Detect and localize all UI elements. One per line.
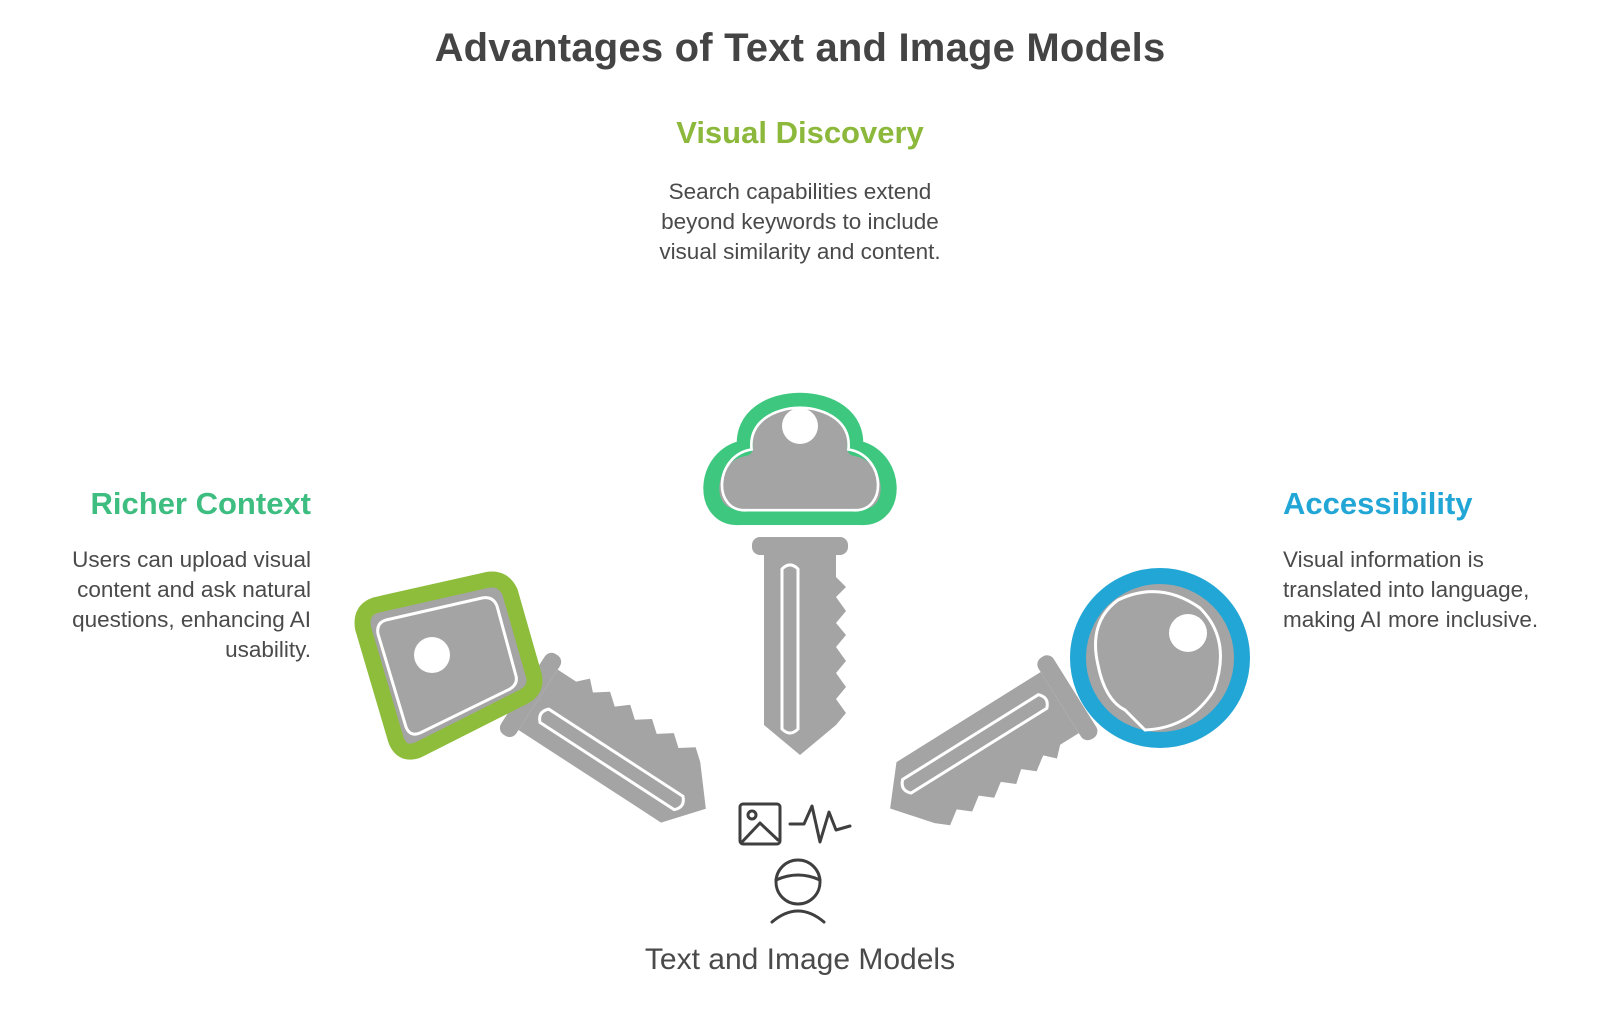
accessibility-key-bow <box>1070 568 1250 748</box>
image-icon <box>738 802 782 846</box>
center-label: Text and Image Models <box>644 943 956 976</box>
page-title: Advantages of Text and Image Models <box>434 26 1166 70</box>
richer-context-key-bow <box>354 571 543 760</box>
accessibility-heading: Accessibility <box>1283 486 1473 521</box>
person-icon <box>770 858 826 924</box>
accessibility-description: Visual information is translated into la… <box>1283 547 1539 632</box>
waveform-icon <box>788 804 852 844</box>
accessibility-key <box>863 650 1102 851</box>
richer-context-heading: Richer Context <box>90 486 311 521</box>
visual-discovery-description: Search capabilities extend beyond keywor… <box>659 179 941 264</box>
visual-discovery-key <box>703 392 897 757</box>
richer-context-description: Users can upload visual content and ask … <box>72 547 311 662</box>
visual-discovery-heading: Visual Discovery <box>676 115 924 150</box>
